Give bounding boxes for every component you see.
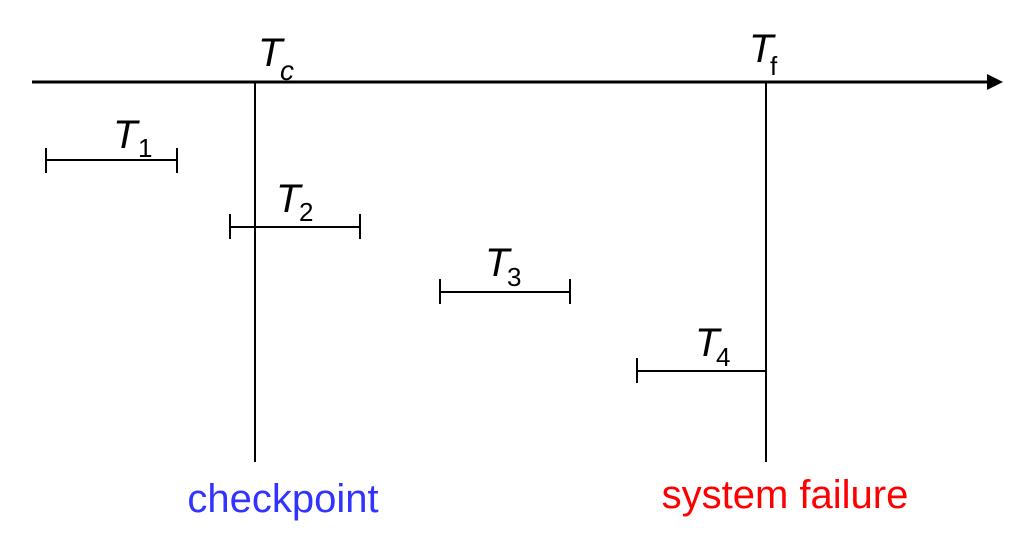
failure-time-label: T: [749, 27, 776, 71]
transaction-t1-label: T: [113, 113, 140, 157]
transaction-t3-subscript: 3: [507, 262, 521, 292]
transaction-t3-label: T: [485, 241, 512, 285]
transaction-t2-label: T: [276, 177, 303, 221]
transaction-t2: T 2: [229, 177, 361, 239]
checkpoint-time-label: T: [258, 31, 285, 75]
transaction-t4-subscript: 4: [716, 342, 730, 372]
time-axis-arrowhead: [987, 74, 1003, 90]
transaction-t2-subscript: 2: [299, 197, 313, 227]
transaction-t4: T 4: [636, 321, 766, 383]
transaction-t3: T 3: [439, 241, 571, 304]
failure-time-subscript: f: [770, 51, 778, 81]
checkpoint-caption: checkpoint: [187, 477, 378, 521]
transaction-t1: T 1: [45, 113, 178, 173]
transaction-t1-subscript: 1: [138, 133, 152, 163]
system-failure-caption: system failure: [662, 473, 909, 517]
checkpoint-time-subscript: c: [280, 55, 294, 86]
transaction-t4-label: T: [695, 321, 722, 365]
